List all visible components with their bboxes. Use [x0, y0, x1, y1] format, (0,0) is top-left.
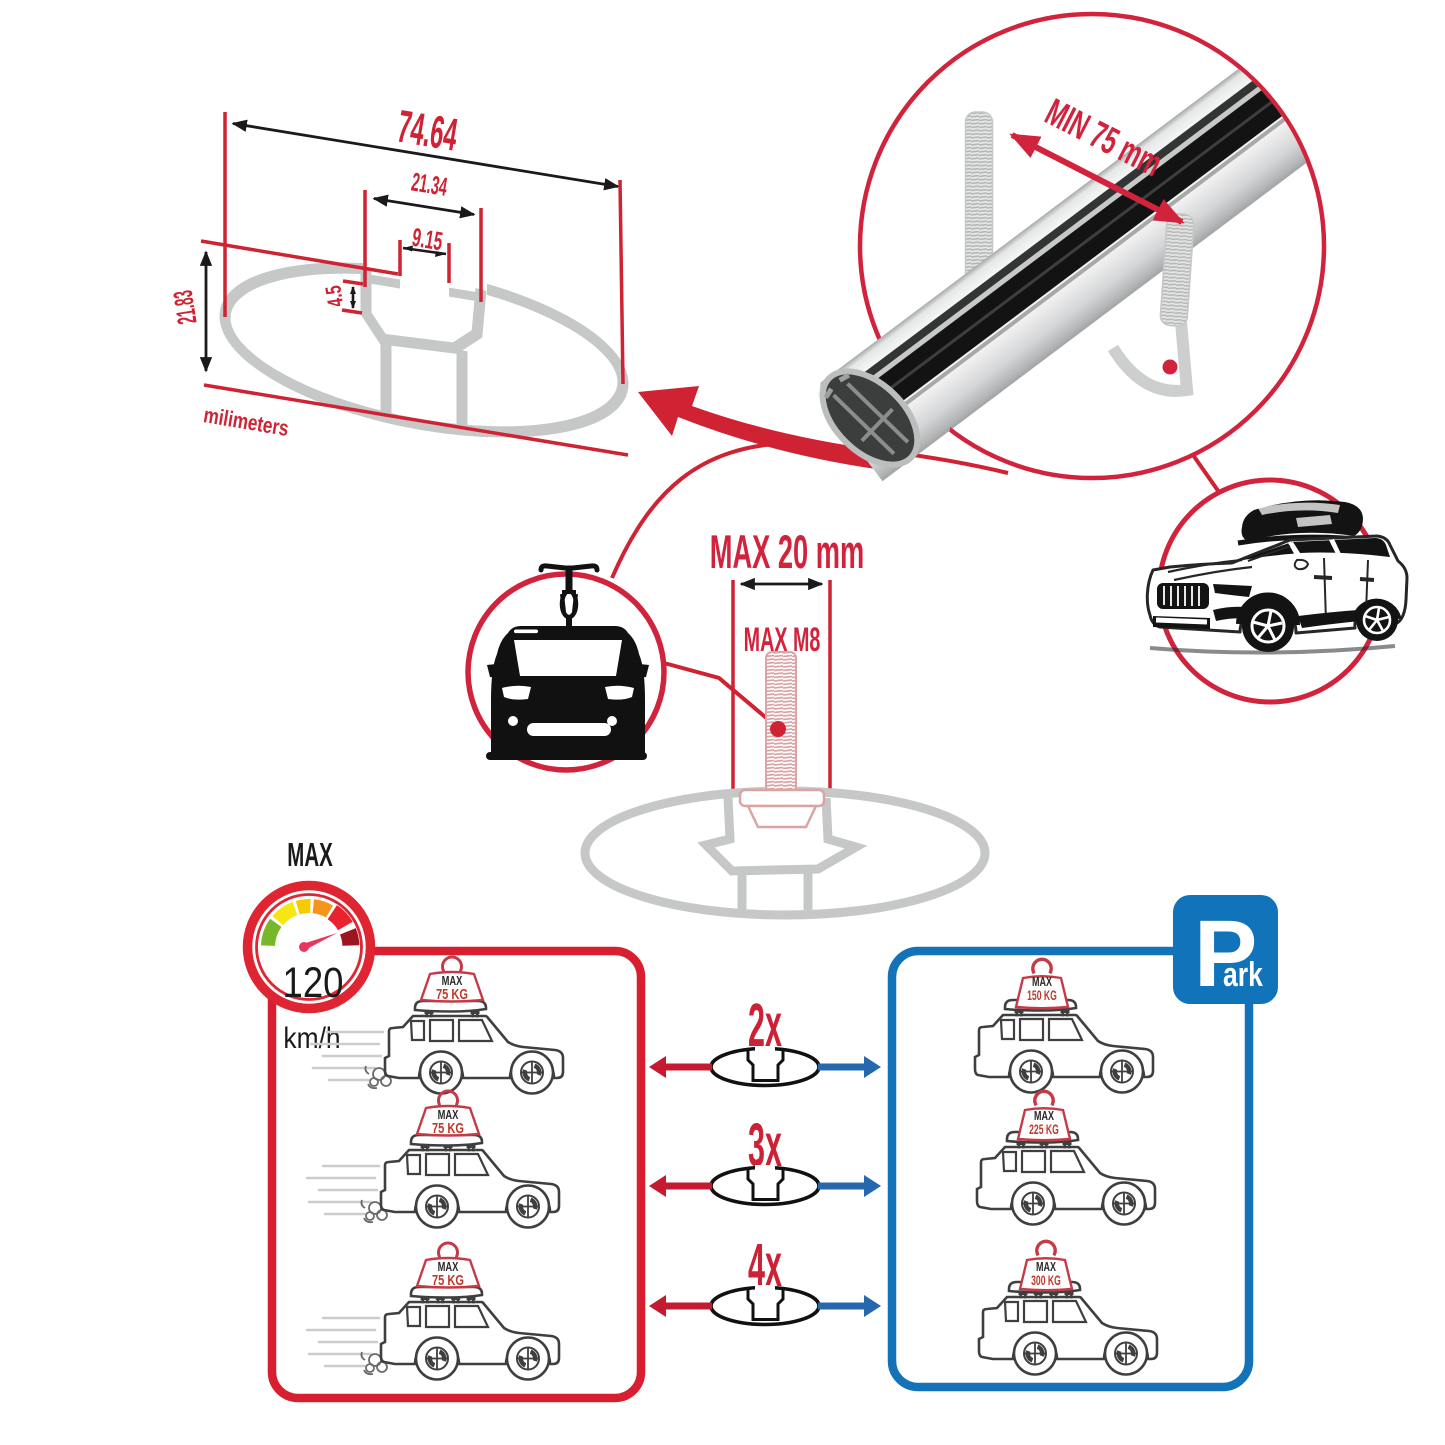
svg-text:75 KG: 75 KG [436, 985, 468, 1002]
svg-text:74.64: 74.64 [394, 100, 462, 161]
svg-text:P: P [1194, 901, 1257, 1007]
svg-text:km/h: km/h [283, 1020, 340, 1054]
svg-text:21.83: 21.83 [168, 288, 203, 326]
svg-text:MAX: MAX [1036, 1261, 1057, 1275]
svg-text:MAX: MAX [1034, 1110, 1055, 1124]
svg-text:21.34: 21.34 [409, 168, 449, 202]
svg-text:225 KG: 225 KG [1029, 1123, 1059, 1137]
svg-text:MAX: MAX [438, 1261, 459, 1275]
svg-text:9.15: 9.15 [410, 223, 445, 257]
svg-text:MAX: MAX [1032, 976, 1053, 990]
svg-text:75 KG: 75 KG [432, 1271, 464, 1288]
svg-text:120: 120 [283, 959, 344, 1006]
svg-text:4.5: 4.5 [322, 283, 349, 308]
svg-text:MAX: MAX [438, 1109, 459, 1123]
svg-text:75 KG: 75 KG [432, 1119, 464, 1136]
svg-text:300 KG: 300 KG [1031, 1274, 1061, 1288]
svg-text:MAX 20 mm: MAX 20 mm [710, 526, 864, 579]
svg-text:MAX: MAX [287, 836, 333, 873]
svg-text:150 KG: 150 KG [1027, 989, 1057, 1003]
svg-text:ark: ark [1223, 956, 1263, 994]
svg-text:MAX: MAX [442, 975, 463, 989]
